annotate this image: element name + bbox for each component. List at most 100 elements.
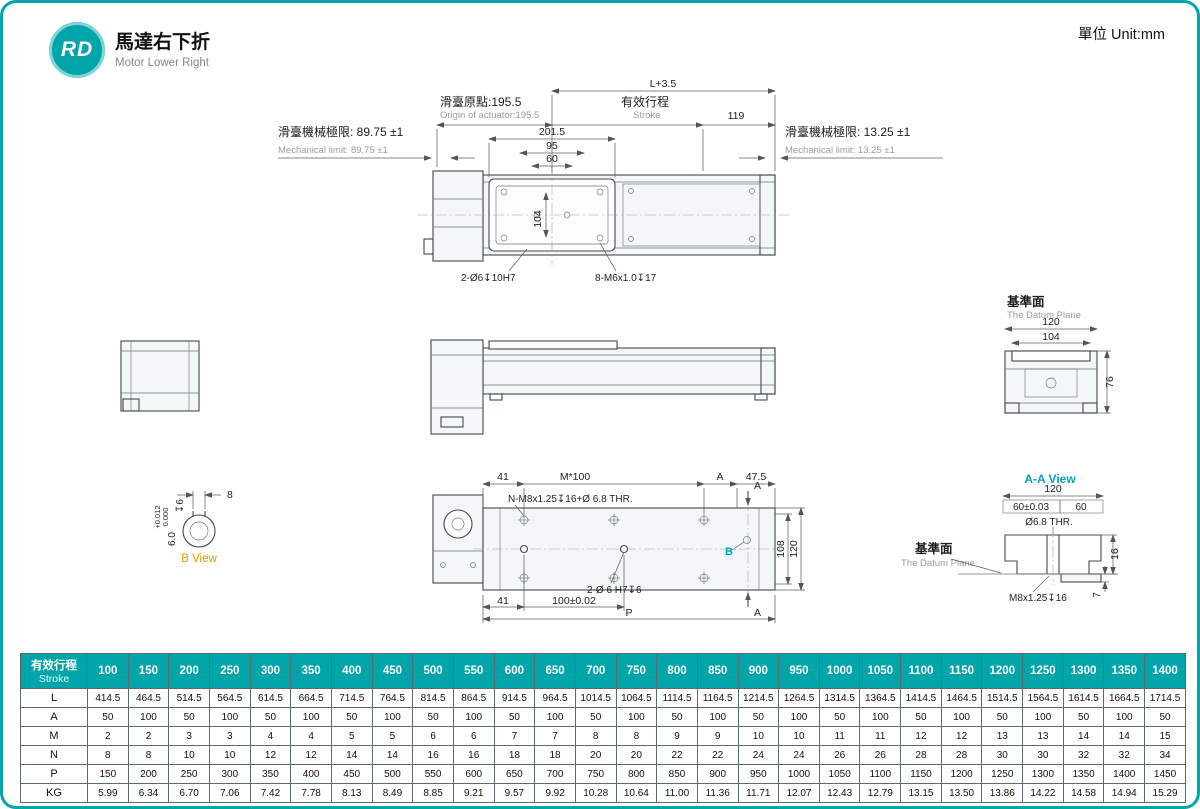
table-cell: 100 xyxy=(452,707,495,727)
table-cell: 564.5 xyxy=(208,688,251,708)
top-view-dimensions: L+3.5 滑臺原點:195.5 Origin of actuator:195.… xyxy=(278,78,943,284)
aa-view-title: A-A View xyxy=(1024,472,1076,486)
table-cell: 14 xyxy=(371,745,414,765)
aa-dim-7: 7 xyxy=(1092,592,1103,598)
datum-title-en: The Datum Plane xyxy=(1007,310,1081,321)
table-cell: 2 xyxy=(87,726,129,746)
title-block: 馬達右下折 Motor Lower Right xyxy=(115,27,210,69)
table-cell: 6 xyxy=(452,726,495,746)
dim-104: 104 xyxy=(532,210,544,228)
table-cell: 7.06 xyxy=(208,783,251,803)
brand-logo-text: RD xyxy=(60,38,94,61)
table-cell: 1350 xyxy=(1062,764,1105,784)
table-cell: 9 xyxy=(656,726,698,746)
table-cell: 5 xyxy=(330,726,373,746)
table-cell: 7 xyxy=(534,726,576,746)
table-cell: 11.36 xyxy=(696,783,739,803)
table-cell: 1564.5 xyxy=(1022,688,1064,708)
table-cell: 514.5 xyxy=(168,688,210,708)
table-cell: 14.94 xyxy=(1103,783,1146,803)
table-cell: 10 xyxy=(737,726,780,746)
table-cell: 1214.5 xyxy=(737,688,780,708)
table-cell: 8 xyxy=(574,726,617,746)
holes-callout-thread: 8-M6x1.0↧17 xyxy=(595,273,657,284)
row-label: M xyxy=(20,726,88,746)
table-cell: 350 xyxy=(249,764,292,784)
table-cell: 1314.5 xyxy=(818,688,861,708)
table-cell: 700 xyxy=(534,764,576,784)
table-cell: 10.64 xyxy=(615,783,658,803)
stroke-col-header: 350 xyxy=(290,653,332,689)
aa-datum-en: The Datum Plane xyxy=(901,558,975,569)
stroke-col-header: 450 xyxy=(371,653,414,689)
bottom-view-dimensions: 41 M*100 A 47.5 N-M8x1.25↧16+Ø 6.8 THR. … xyxy=(482,471,805,623)
dim-120-bottom: 120 xyxy=(788,540,800,558)
stroke-col-header: 1200 xyxy=(981,653,1024,689)
table-cell: 14 xyxy=(1103,726,1146,746)
table-cell: 50 xyxy=(412,707,454,727)
table-cell: 414.5 xyxy=(87,688,129,708)
stroke-col-header: 1350 xyxy=(1103,653,1146,689)
b-view-dim-6: 6.0 xyxy=(167,532,178,546)
table-cell: 450 xyxy=(330,764,373,784)
table-cell: 50 xyxy=(900,707,942,727)
table-cell: 12.07 xyxy=(778,783,820,803)
row-label: P xyxy=(20,764,88,784)
stroke-col-header: 800 xyxy=(656,653,698,689)
table-cell: 600 xyxy=(452,764,495,784)
stroke-col-header: 600 xyxy=(493,653,536,689)
stroke-col-header: 1250 xyxy=(1022,653,1064,689)
stroke-col-header: 550 xyxy=(452,653,495,689)
table-cell: 864.5 xyxy=(452,688,495,708)
brand-logo: RD xyxy=(49,22,105,78)
table-cell: 464.5 xyxy=(127,688,170,708)
end-view-left xyxy=(120,340,200,412)
table-cell: 50 xyxy=(330,707,373,727)
table-cell: 1050 xyxy=(818,764,861,784)
table-cell: 500 xyxy=(371,764,414,784)
table-cell: 6.70 xyxy=(168,783,210,803)
table-cell: 34 xyxy=(1144,745,1186,765)
section-a-marker-bottom: A xyxy=(754,607,761,619)
table-cell: 15 xyxy=(1144,726,1186,746)
table-cell: 7.42 xyxy=(249,783,292,803)
table-cell: 914.5 xyxy=(493,688,536,708)
table-cell: 26 xyxy=(818,745,861,765)
table-cell: 100 xyxy=(1103,707,1146,727)
table-cell: 18 xyxy=(534,745,576,765)
table-cell: 50 xyxy=(249,707,292,727)
stroke-col-header: 900 xyxy=(737,653,780,689)
stroke-col-header: 850 xyxy=(696,653,739,689)
table-cell: 50 xyxy=(1062,707,1105,727)
table-cell: 664.5 xyxy=(290,688,332,708)
table-cell: 15.29 xyxy=(1144,783,1186,803)
b-view: 8 +0.012 0.000 6.0 ↧6 B View xyxy=(153,489,233,565)
limit-left-en: Mechanical limit: 89.75 ±1 xyxy=(278,145,388,156)
table-cell: 100 xyxy=(290,707,332,727)
stroke-col-header: 150 xyxy=(127,653,170,689)
table-cell: 1100 xyxy=(859,764,902,784)
table-cell: 14.22 xyxy=(1022,783,1064,803)
b-view-depth: ↧6 xyxy=(175,499,186,513)
stroke-col-header: 200 xyxy=(168,653,210,689)
table-cell: 28 xyxy=(900,745,942,765)
table-cell: 200 xyxy=(127,764,170,784)
datum-dim-104: 104 xyxy=(1042,331,1060,343)
b-view-tol-upper: +0.012 xyxy=(153,505,162,528)
page-subtitle: Motor Lower Right xyxy=(115,57,209,69)
table-cell: 750 xyxy=(574,764,617,784)
stroke-col-header: 1050 xyxy=(859,653,902,689)
table-cell: 4 xyxy=(249,726,292,746)
top-view: L+3.5 滑臺原點:195.5 Origin of actuator:195.… xyxy=(278,78,943,284)
table-cell: 100 xyxy=(859,707,902,727)
table-cell: 32 xyxy=(1062,745,1105,765)
table-cell: 764.5 xyxy=(371,688,414,708)
table-cell: 8.85 xyxy=(412,783,454,803)
table-cell: 50 xyxy=(493,707,536,727)
table-cell: 8 xyxy=(615,726,658,746)
stroke-col-header: 700 xyxy=(574,653,617,689)
table-cell: 1514.5 xyxy=(981,688,1024,708)
